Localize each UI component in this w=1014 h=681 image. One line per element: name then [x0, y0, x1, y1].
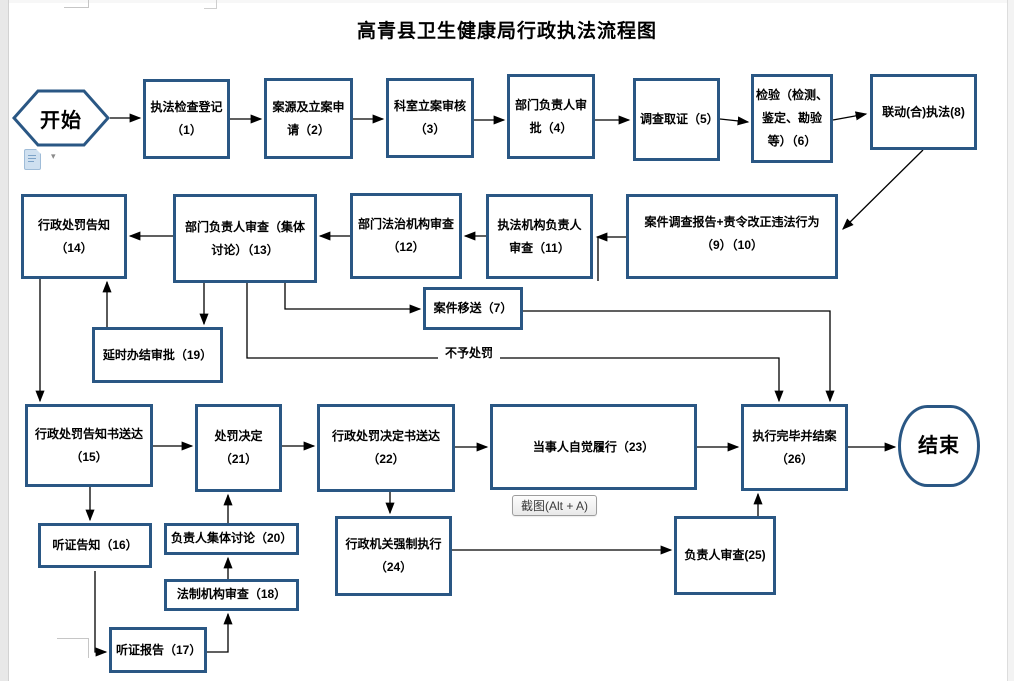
text-boundary-mark: [57, 638, 89, 658]
flow-node-24: 行政机关强制执行（24）: [335, 516, 452, 596]
flow-node-label: 检验（检测、鉴定、勘验等）（6）: [756, 88, 829, 148]
flow-node-label: 处罚决定（21）: [214, 429, 263, 466]
flow-node-start: 开始: [11, 88, 111, 148]
chevron-down-icon[interactable]: ▾: [51, 151, 56, 161]
flow-node-15: 行政处罚告知书送达（15）: [25, 404, 153, 487]
flow-node-13: 部门负责人审查（集体讨论）（13）: [173, 194, 317, 283]
flow-node-9-10: 案件调查报告+责令改正违法行为（9）（10）: [626, 194, 838, 279]
clipboard-paste-icon[interactable]: [24, 149, 41, 170]
flow-node-label: 听证告知（16）: [52, 538, 138, 553]
flow-node-18: 法制机构审查（18）: [164, 579, 299, 611]
flow-node-label: 案件移送（7）: [433, 301, 513, 316]
flow-node-20: 负责人集体讨论（20）: [164, 523, 299, 555]
flow-node-label: 行政处罚决定书送达（22）: [331, 429, 440, 466]
edge-label-no-penalty: 不予处罚: [438, 344, 500, 361]
flow-node-23: 当事人自觉履行（23）: [490, 404, 697, 490]
flow-node-label: 当事人自觉履行（23）: [532, 439, 655, 454]
flow-node-label: 执行完毕并结案（26）: [752, 428, 837, 466]
flow-node-21: 处罚决定（21）: [195, 404, 282, 492]
flow-node-end: 结束: [898, 405, 980, 487]
flow-node-2: 案源及立案申请（2）: [264, 78, 353, 159]
flow-node-11: 执法机构负责人审查（11）: [486, 194, 593, 279]
flow-node-22: 行政处罚决定书送达（22）: [317, 404, 455, 492]
flow-node-label: 延时办结审批（19）: [102, 347, 213, 362]
flow-node-7: 案件移送（7）: [423, 287, 523, 330]
screenshot-tooltip: 截图(Alt + A): [512, 495, 598, 516]
page-left-margin: [0, 0, 9, 681]
flow-node-17: 听证报告（17）: [109, 627, 207, 673]
flow-node-6: 检验（检测、鉴定、勘验等）（6）: [751, 74, 833, 163]
flow-node-4: 部门负责人审批（4）: [507, 74, 595, 159]
flow-node-14: 行政处罚告知（14）: [21, 194, 127, 279]
flow-node-label: 案件调查报告+责令改正违法行为（9）（10）: [644, 215, 820, 252]
flow-node-label: 行政处罚告知（14）: [37, 217, 110, 255]
flow-node-label: 行政机关强制执行（24）: [345, 537, 442, 574]
hexagon-shape: [11, 89, 111, 147]
flow-node-label: 执法机构负责人审查（11）: [497, 217, 582, 255]
flow-node-label: 部门负责人审批（4）: [514, 97, 587, 135]
page-title: 高青县卫生健康局行政执法流程图: [356, 21, 657, 42]
flow-node-label: 调查取证（5）: [640, 112, 719, 127]
flow-node-label: 部门负责人审查（集体讨论）（13）: [184, 219, 305, 257]
flow-node-label: 负责人审查(25): [684, 548, 766, 563]
flow-node-5: 调查取证（5）: [633, 78, 720, 161]
page-right-margin: [1007, 0, 1014, 681]
flow-node-label: 行政处罚告知书送达（15）: [34, 426, 143, 464]
flow-node-label: 结束: [918, 435, 960, 457]
flow-node-19: 延时办结审批（19）: [92, 327, 223, 383]
flow-node-12: 部门法治机构审查（12）: [350, 193, 462, 279]
flow-node-label: 执法检查登记（1）: [150, 100, 223, 137]
flow-node-label: 听证报告（17）: [116, 642, 202, 657]
paste-options-button[interactable]: ▾: [23, 148, 65, 172]
flow-node-label: 联动(合)执法(8): [882, 104, 965, 119]
flow-node-label: 负责人集体讨论（20）: [171, 531, 293, 546]
page-top-edge: [0, 0, 1014, 3]
flow-node-label: 开始: [40, 109, 82, 132]
flow-node-16: 听证告知（16）: [38, 523, 152, 568]
text-boundary-mark: [64, 0, 89, 8]
flow-node-label: 科室立案审核（3）: [393, 99, 466, 136]
flow-node-label: 部门法治机构审查（12）: [357, 217, 454, 254]
flow-node-3: 科室立案审核（3）: [386, 78, 474, 158]
flow-node-26: 执行完毕并结案（26）: [741, 404, 848, 491]
flow-node-25: 负责人审查(25): [674, 516, 776, 595]
flow-node-label: 案源及立案申请（2）: [272, 99, 345, 137]
flow-node-label: 法制机构审查（18）: [176, 587, 287, 602]
flow-node-8: 联动(合)执法(8): [870, 74, 977, 150]
flow-node-1: 执法检查登记（1）: [143, 79, 230, 159]
text-boundary-mark: [204, 0, 217, 9]
